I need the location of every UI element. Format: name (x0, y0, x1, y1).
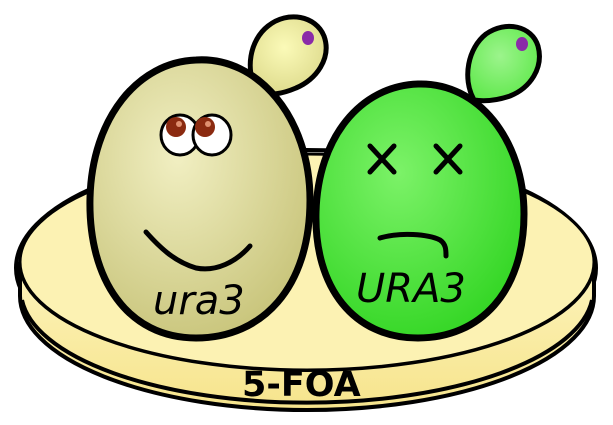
cell-URA3: URA3 (312, 23, 542, 342)
bud-right-nucleus (516, 37, 528, 51)
pupil-left-1 (166, 117, 186, 137)
x-eye-right-1 (367, 143, 397, 175)
cell-label-ura3: ura3 (153, 278, 245, 324)
frown-mouth (377, 231, 449, 259)
x-eye-right-2 (433, 143, 463, 175)
cell-body-right (312, 80, 528, 342)
dish-label: 5-FOA (242, 365, 361, 405)
x-eyes-right (367, 143, 463, 175)
cell-body-left (86, 56, 314, 342)
cell-ura3: ura3 (86, 14, 329, 342)
bud-left (247, 14, 329, 97)
smile-mouth (143, 229, 253, 272)
cell-label-URA3: URA3 (356, 266, 466, 312)
bud-right (465, 23, 542, 104)
pupil-left-2 (195, 117, 215, 137)
petri-dish-front-lip (20, 299, 594, 405)
bud-left-nucleus (302, 31, 314, 45)
eyes-left (159, 113, 233, 157)
